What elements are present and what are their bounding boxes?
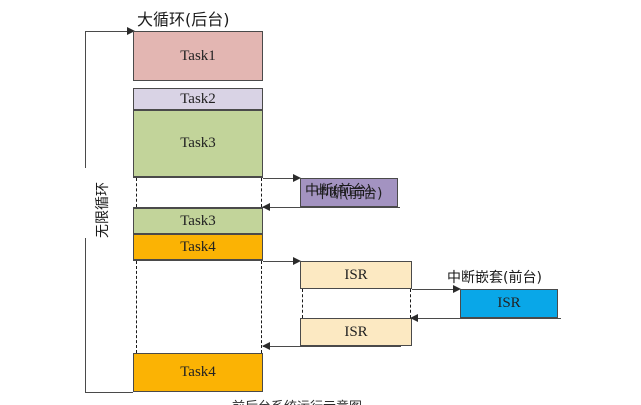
loop-arrow-head	[127, 27, 135, 35]
interrupt-entry-arrow	[293, 174, 301, 182]
bottom-caption: 前后台系统运行示意图	[232, 396, 432, 405]
loop-bracket-bottom	[85, 392, 133, 394]
infinite-loop-label: 无限循环	[95, 182, 111, 238]
nested-return-arrow	[410, 314, 418, 322]
isr-entry-arrow	[293, 257, 301, 265]
isr-gap-left-rail	[302, 289, 303, 318]
task-block-task3-first: Task3	[133, 110, 263, 177]
isr-return-arrow	[262, 342, 270, 350]
isr-block-first: ISR	[300, 261, 412, 289]
task-block-task2: Task2	[133, 88, 263, 110]
task-block-task1: Task1	[133, 31, 263, 81]
nested-interrupt-title: 中断嵌套(前台)	[447, 270, 542, 286]
nested-entry-arrow	[453, 285, 461, 293]
interrupt-block: 中断(前台)	[300, 178, 398, 207]
main-loop-title: 大循环(后台)	[137, 10, 230, 29]
nested-return-line	[411, 318, 561, 320]
gap1-left-rail	[136, 178, 137, 207]
gap2-top-rule	[133, 260, 263, 262]
isr-gap-right-rail	[410, 289, 411, 318]
nested-isr-block: ISR	[460, 289, 558, 318]
interrupt-return-line	[263, 207, 400, 209]
loop-label-backdrop	[79, 168, 93, 238]
interrupt-entry-line	[263, 178, 298, 180]
gap1-top-rule	[133, 177, 263, 179]
interrupt-title: 中断(前台)	[305, 183, 372, 199]
task-block-task4-second: Task4	[133, 353, 263, 392]
interrupt-return-arrow	[262, 203, 270, 211]
isr-return-line	[263, 346, 401, 348]
isr-entry-line	[263, 261, 298, 263]
nested-entry-line	[412, 289, 458, 291]
gap2-right-rail	[261, 261, 262, 353]
gap1-bottom-rule	[133, 207, 263, 209]
isr-block-second: ISR	[300, 318, 412, 346]
loop-bracket-top	[85, 31, 132, 33]
task-block-task3-second: Task3	[133, 208, 263, 234]
gap1-right-rail	[261, 178, 262, 207]
gap2-left-rail	[136, 261, 137, 353]
task-block-task4-first: Task4	[133, 234, 263, 260]
